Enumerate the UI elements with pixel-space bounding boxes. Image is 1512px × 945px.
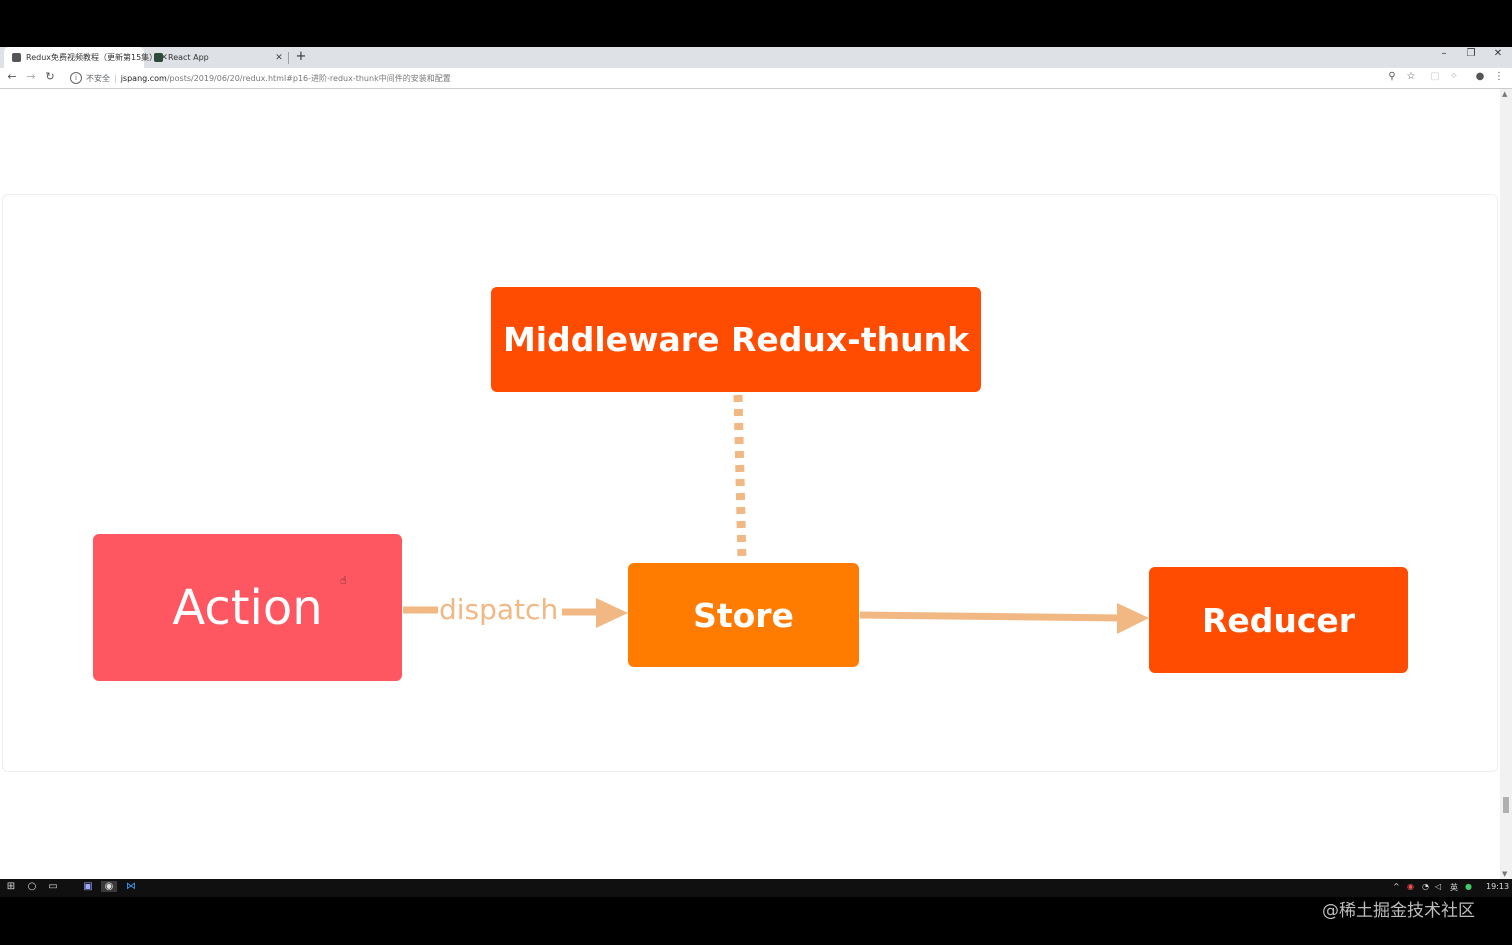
menu-icon[interactable]: ⋮ <box>1494 71 1504 82</box>
reload-icon[interactable]: ↻ <box>45 70 55 83</box>
site-favicon-icon <box>12 53 21 62</box>
middleware-store-connector <box>733 394 747 562</box>
zoom-icon[interactable]: ⚲ <box>1388 71 1396 82</box>
scroll-down-icon[interactable]: ▼ <box>1502 870 1508 878</box>
tray-app-icon[interactable]: ◉ <box>1407 882 1414 891</box>
hand-cursor-icon: ☝ <box>340 574 347 587</box>
store-reducer-line <box>859 611 1123 622</box>
vertical-scrollbar[interactable] <box>1500 89 1512 879</box>
vscode-icon[interactable]: ⋈ <box>126 881 136 892</box>
security-status: 不安全 <box>86 73 110 83</box>
info-icon[interactable]: i <box>70 72 82 84</box>
tab-title: React App <box>168 53 209 62</box>
clock[interactable]: 19:13 <box>1486 882 1510 891</box>
windows-start-icon[interactable]: ⊞ <box>6 881 16 892</box>
tab-react-app[interactable]: React App ✕ <box>146 47 286 68</box>
dispatch-arrowhead <box>596 598 628 628</box>
minimize-button[interactable]: – <box>1441 48 1447 59</box>
extension-icon[interactable]: ▢ <box>1430 71 1440 82</box>
tab-title: Redux免费视频教程（更新第15集） <box>26 53 158 62</box>
address-bar[interactable]: i 不安全 | jspang.com /posts/2019/06/20/red… <box>64 70 1424 86</box>
address-host: jspang.com <box>120 73 167 83</box>
window-close-button[interactable]: ✕ <box>1493 48 1503 59</box>
store-reducer-arrowhead <box>1117 603 1149 634</box>
action-box: Action <box>93 534 402 681</box>
tray-chevron-icon[interactable]: ^ <box>1393 882 1400 891</box>
wechat-icon[interactable]: ● <box>1465 882 1472 891</box>
chrome-icon[interactable]: ◉ <box>101 881 117 892</box>
task-view-icon[interactable]: ▭ <box>48 881 58 892</box>
address-path: /posts/2019/06/20/redux.html#p16-进阶-redu… <box>166 73 451 83</box>
new-tab-button[interactable]: + <box>295 49 307 64</box>
restore-button[interactable]: ❐ <box>1466 48 1476 59</box>
react-favicon-icon <box>154 53 163 62</box>
scrollbar-thumb[interactable] <box>1503 797 1509 813</box>
browser-toolbar: ← → ↻ i 不安全 | jspang.com /posts/2019/06/… <box>0 68 1512 89</box>
tab-redux-tutorial[interactable]: Redux免费视频教程（更新第15集） ✕ <box>4 47 168 68</box>
windows-taskbar: ⊞ ○ ▭ ▣ ◉ ⋈ ^ ◉ ◔ ◁ 英 ● 19:13 <box>0 879 1512 897</box>
tab-strip: Redux免费视频教程（更新第15集） ✕ React App ✕ + – ❐ … <box>0 47 1512 68</box>
watermark: @稀土掘金技术社区 <box>1322 901 1475 921</box>
store-box: Store <box>628 563 859 667</box>
volume-icon[interactable]: ◁ <box>1435 882 1442 891</box>
dispatch-label: dispatch <box>439 593 559 626</box>
middleware-box: Middleware Redux-thunk <box>491 287 981 392</box>
tab-divider <box>288 52 289 64</box>
address-separator: | <box>114 73 117 83</box>
back-icon[interactable]: ← <box>7 70 17 83</box>
scroll-up-icon[interactable]: ▲ <box>1502 90 1508 98</box>
network-icon[interactable]: ◔ <box>1422 882 1429 891</box>
reducer-box: Reducer <box>1149 567 1408 673</box>
forward-icon[interactable]: → <box>26 70 36 83</box>
star-icon[interactable]: ☆ <box>1406 71 1416 82</box>
app-icon[interactable]: ▣ <box>83 881 93 892</box>
extension-icon[interactable]: ✧ <box>1449 71 1459 82</box>
close-tab-icon[interactable]: ✕ <box>160 52 168 63</box>
ime-indicator[interactable]: 英 <box>1450 883 1458 892</box>
close-tab-icon[interactable]: ✕ <box>275 52 283 63</box>
search-icon[interactable]: ○ <box>27 881 37 892</box>
profile-icon[interactable]: ● <box>1475 71 1485 82</box>
